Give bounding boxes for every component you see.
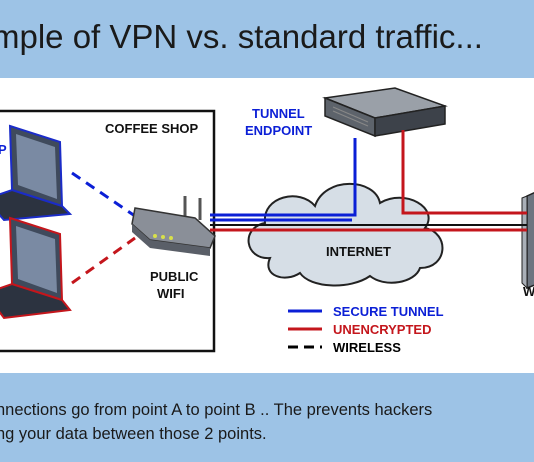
web-server-label: W bbox=[523, 284, 534, 299]
legend-unencrypted: UNENCRYPTED bbox=[333, 322, 431, 337]
laptop-blue-icon bbox=[0, 124, 73, 222]
wireless-link-red bbox=[71, 236, 136, 285]
wifi-router-icon bbox=[131, 196, 216, 256]
coffee-shop-label: COFFEE SHOP bbox=[105, 121, 199, 136]
caption-bar: nnections go from point A to point B .. … bbox=[0, 373, 534, 462]
web-server-icon bbox=[521, 191, 534, 290]
laptop-top-label: P bbox=[0, 142, 7, 157]
tunnel-endpoint-label-1: TUNNEL bbox=[252, 106, 305, 121]
caption-line-1: nnections go from point A to point B .. … bbox=[0, 401, 433, 419]
public-wifi-label-2: WIFI bbox=[157, 286, 184, 301]
wireless-link-blue bbox=[71, 171, 136, 218]
public-wifi-label-1: PUBLIC bbox=[150, 269, 199, 284]
caption-line-2: ng your data between those 2 points. bbox=[0, 425, 267, 443]
vpn-diagram: COFFEE SHOP P PUBLIC WIFI bbox=[0, 78, 534, 373]
laptop-red-icon bbox=[0, 216, 72, 320]
internet-label: INTERNET bbox=[326, 244, 391, 259]
legend-secure-tunnel: SECURE TUNNEL bbox=[333, 304, 444, 319]
tunnel-endpoint-label-2: ENDPOINT bbox=[245, 123, 312, 138]
caption-text: nnections go from point A to point B .. … bbox=[0, 398, 432, 446]
diagram-canvas: COFFEE SHOP P PUBLIC WIFI bbox=[0, 87, 534, 355]
slide-title: mple of VPN vs. standard traffic... bbox=[0, 18, 483, 55]
secure-tunnel-line bbox=[210, 138, 357, 217]
title-bar: mple of VPN vs. standard traffic... bbox=[0, 0, 534, 78]
internet-cloud-icon bbox=[247, 183, 444, 287]
tunnel-endpoint-server-icon bbox=[322, 87, 448, 138]
legend-wireless: WIRELESS bbox=[333, 340, 401, 355]
endpoint-to-server-line bbox=[401, 130, 527, 215]
